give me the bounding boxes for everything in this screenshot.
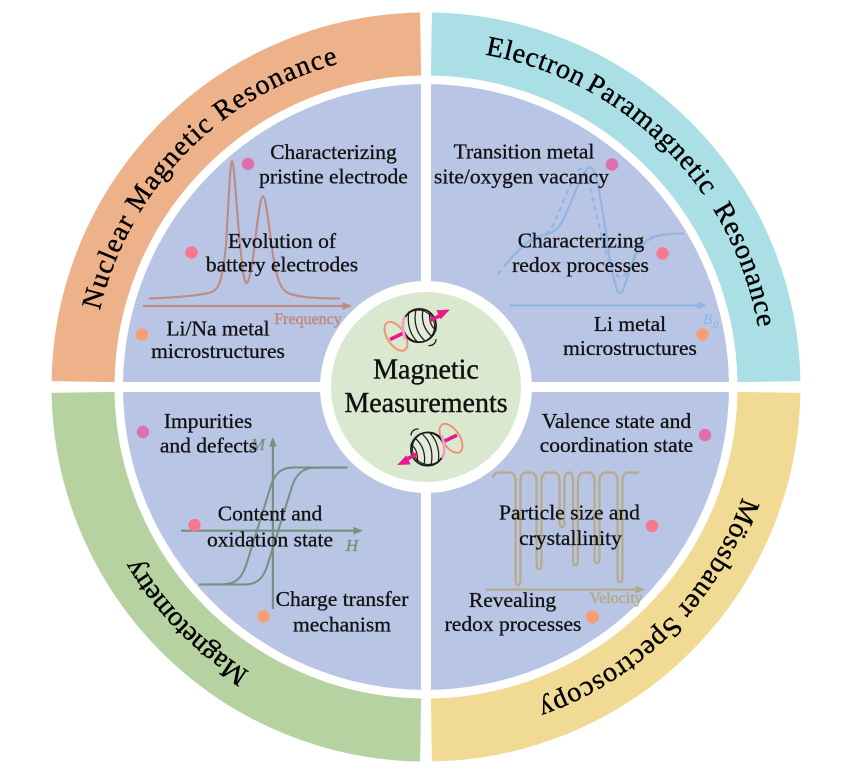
svg-text:redox processes: redox processes	[512, 253, 649, 277]
svg-text:Magnetic: Magnetic	[373, 355, 479, 386]
svg-text:Impurities: Impurities	[164, 409, 252, 433]
svg-text:Transition metal: Transition metal	[454, 140, 595, 164]
svg-text:Evolution of: Evolution of	[228, 229, 337, 253]
svg-text:microstructures: microstructures	[563, 336, 697, 360]
svg-text:coordination state: coordination state	[540, 433, 693, 457]
svg-text:Characterizing: Characterizing	[270, 140, 397, 164]
svg-text:mechanism: mechanism	[293, 613, 391, 637]
svg-text:0: 0	[713, 319, 719, 331]
svg-text:oxidation state: oxidation state	[207, 528, 333, 552]
svg-text:battery electrodes: battery electrodes	[206, 253, 358, 277]
svg-text:Frequency: Frequency	[274, 311, 342, 328]
svg-text:redox processes: redox processes	[445, 612, 582, 636]
svg-text:Characterizing: Characterizing	[518, 229, 645, 253]
svg-text:M: M	[250, 435, 266, 454]
svg-text:Particle size and: Particle size and	[499, 500, 640, 524]
svg-text:and defects: and defects	[160, 434, 257, 458]
svg-text:H: H	[345, 536, 360, 555]
svg-text:Measurements: Measurements	[344, 388, 507, 419]
svg-text:Velocity: Velocity	[589, 590, 642, 607]
svg-text:pristine electrode: pristine electrode	[259, 165, 408, 189]
svg-text:microstructures: microstructures	[151, 339, 285, 363]
svg-text:Content and: Content and	[218, 502, 323, 526]
svg-text:Li metal: Li metal	[594, 312, 666, 336]
svg-text:Charge transfer: Charge transfer	[276, 587, 409, 611]
svg-text:crystallinity: crystallinity	[519, 526, 622, 550]
svg-text:Valence state and: Valence state and	[542, 409, 691, 433]
svg-text:Revealing: Revealing	[469, 588, 556, 612]
svg-text:B: B	[703, 312, 712, 328]
svg-text:site/oxygen vacancy: site/oxygen vacancy	[434, 165, 609, 189]
svg-text:Li/Na metal: Li/Na metal	[166, 317, 269, 341]
